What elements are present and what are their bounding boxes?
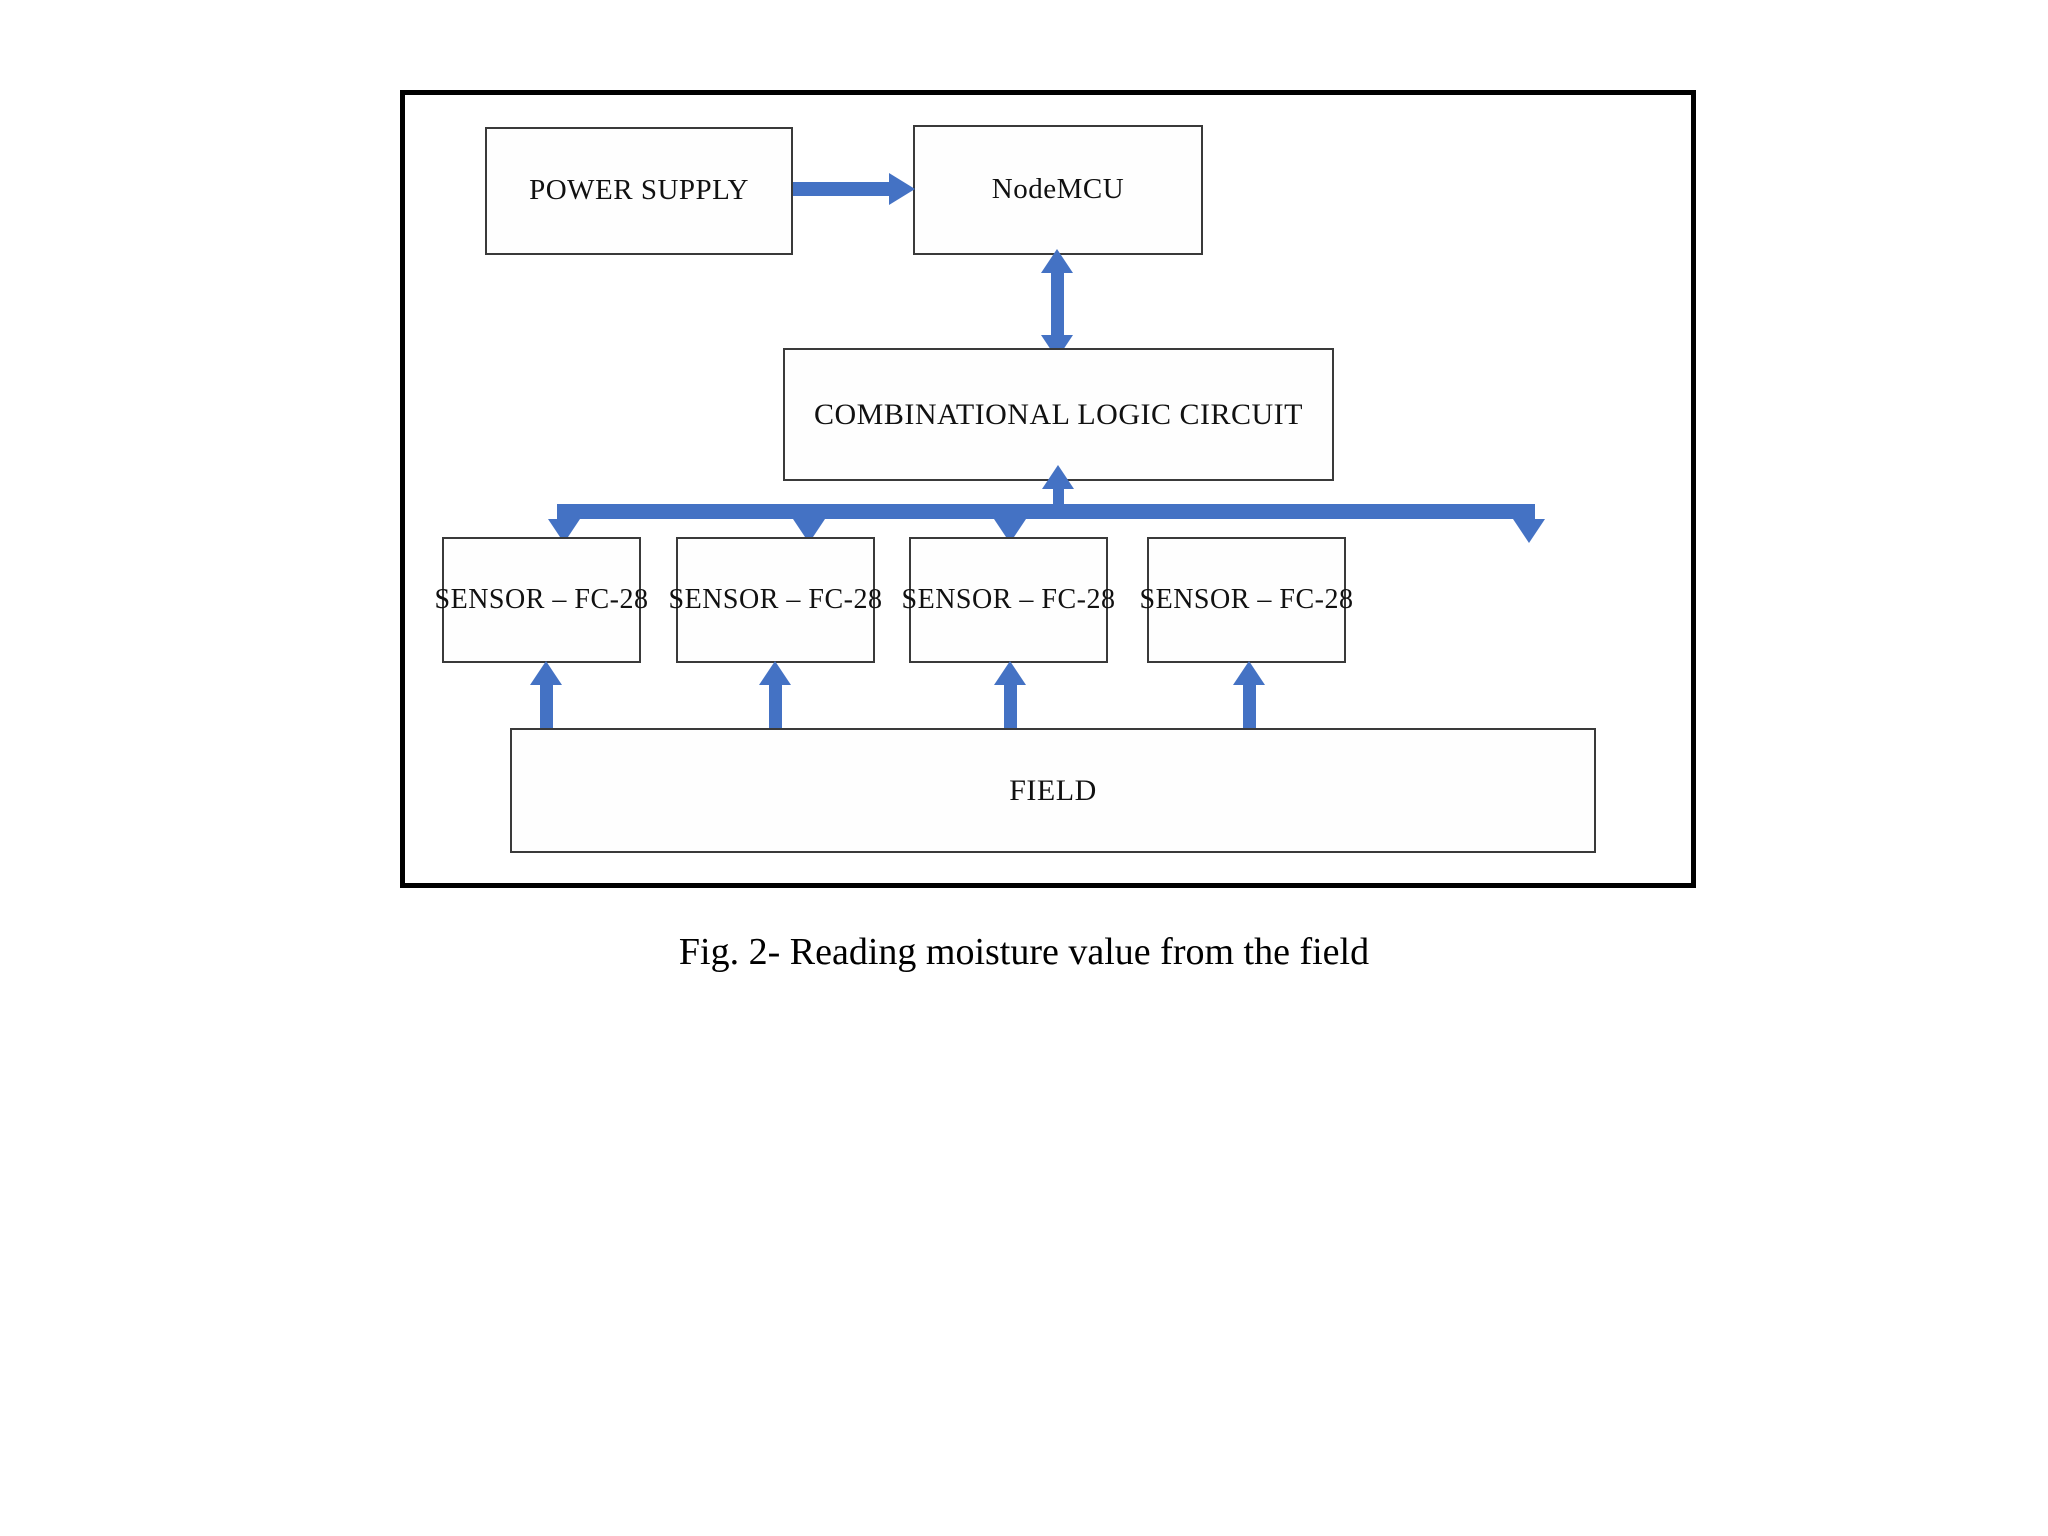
arrow-head-down-icon — [1513, 519, 1545, 543]
block-sensor-1-label: SENSOR – FC-28 — [434, 583, 649, 615]
block-combinational-logic-circuit: COMBINATIONAL LOGIC CIRCUIT — [783, 348, 1334, 481]
sensor-bus-line — [557, 504, 1535, 519]
block-power-supply-label: POWER SUPPLY — [529, 174, 749, 207]
block-combinational-logic-circuit-label: COMBINATIONAL LOGIC CIRCUIT — [813, 398, 1304, 431]
arrow-head-up-icon — [759, 661, 791, 685]
block-nodemcu: NodeMCU — [913, 125, 1203, 255]
arrow-shaft — [793, 182, 891, 196]
arrow-head-right-icon — [889, 173, 915, 205]
arrow-field-to-sensor-4-shaft — [1243, 678, 1256, 730]
block-sensor-2-label: SENSOR – FC-28 — [668, 583, 883, 615]
arrow-field-to-sensor-2-shaft — [769, 678, 782, 730]
block-sensor-1: SENSOR – FC-28 — [435, 537, 648, 663]
arrow-head-up-icon — [1042, 465, 1074, 489]
arrow-bus-to-logic-shaft — [1053, 483, 1064, 509]
block-sensor-4-label: SENSOR – FC-28 — [1139, 583, 1354, 615]
block-field-label: FIELD — [1009, 774, 1097, 807]
block-sensor-2: SENSOR – FC-28 — [669, 537, 882, 663]
block-sensor-4: SENSOR – FC-28 — [1140, 537, 1353, 663]
block-nodemcu-label: NodeMCU — [991, 173, 1125, 206]
block-sensor-3: SENSOR – FC-28 — [902, 537, 1115, 663]
block-power-supply: POWER SUPPLY — [485, 127, 793, 255]
diagram-outer-frame: POWER SUPPLY NodeMCU COMBINATIONAL LOGIC… — [400, 90, 1696, 888]
arrow-shaft — [1051, 263, 1064, 349]
arrow-field-to-sensor-1-shaft — [540, 678, 553, 730]
arrow-head-up-icon — [1233, 661, 1265, 685]
block-field: FIELD — [510, 728, 1596, 853]
arrow-head-up-icon — [994, 661, 1026, 685]
arrow-head-up-icon — [530, 661, 562, 685]
figure-caption: Fig. 2- Reading moisture value from the … — [678, 931, 1370, 973]
block-sensor-3-label: SENSOR – FC-28 — [901, 583, 1116, 615]
arrow-head-up-icon — [1041, 249, 1073, 273]
arrow-field-to-sensor-3-shaft — [1004, 678, 1017, 730]
